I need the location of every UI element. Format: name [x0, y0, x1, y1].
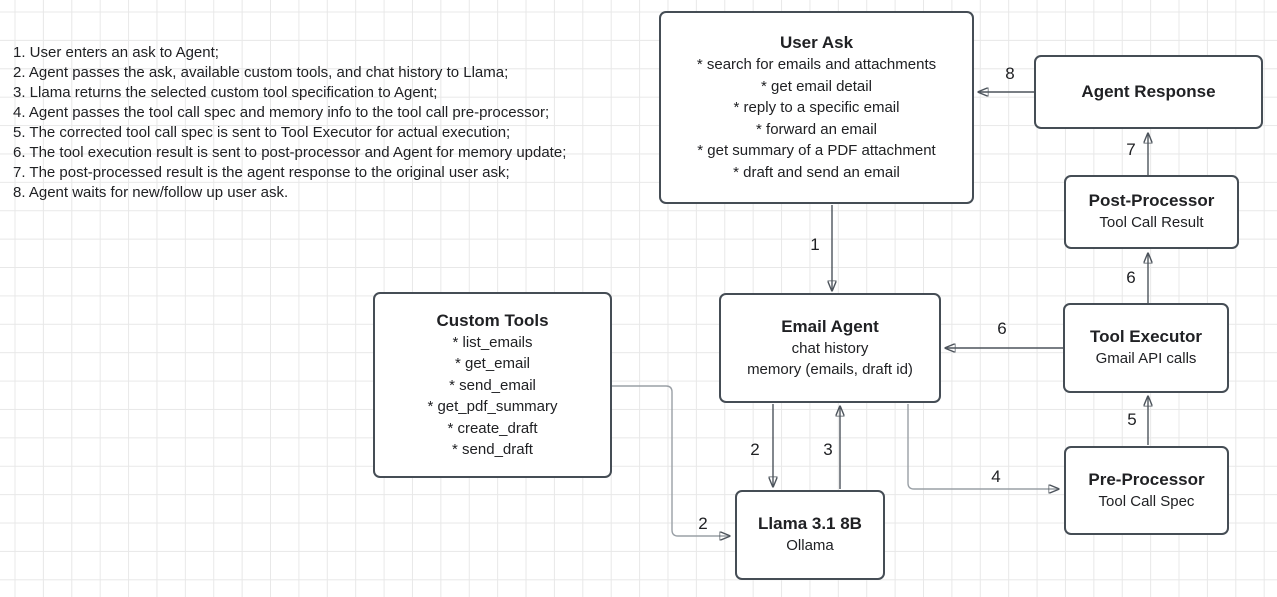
node-user-ask-item: * get summary of a PDF attachment: [697, 142, 936, 159]
step-item-1: 1. User enters an ask to Agent;: [13, 44, 219, 61]
edge-4-email-agent-to-pre-processor: [907, 404, 1058, 489]
node-custom-tools: Custom Tools * list_emails * get_email *…: [373, 292, 612, 478]
step-item-2: 2. Agent passes the ask, available custo…: [13, 64, 509, 81]
step-item-5: 5. The corrected tool call spec is sent …: [13, 124, 511, 141]
edge-label-5: 5: [1127, 410, 1137, 429]
node-email-agent: Email Agent chat history memory (emails,…: [719, 293, 941, 403]
step-item-4: 4. Agent passes the tool call spec and m…: [13, 104, 550, 121]
edge-label-3: 3: [823, 440, 833, 459]
node-user-ask-item: * get email detail: [761, 77, 872, 95]
node-pre-processor-item: Tool Call Spec: [1098, 492, 1195, 510]
node-email-agent-item: chat history: [791, 339, 869, 357]
edge-label-6a: 6: [1126, 268, 1136, 287]
node-llama-item: Ollama: [786, 537, 834, 555]
edge-label-1: 1: [810, 235, 820, 254]
node-tool-executor: Tool Executor Gmail API calls: [1063, 303, 1229, 393]
edge-label-6b: 6: [997, 319, 1007, 338]
step-item-3: 3. Llama returns the selected custom too…: [13, 84, 438, 101]
node-user-ask-item: * search for emails and attachments: [696, 56, 937, 73]
node-user-ask-item: * forward an email: [756, 120, 877, 138]
node-agent-response-title: Agent Response: [1081, 82, 1216, 101]
edge-label-4: 4: [991, 467, 1001, 486]
node-email-agent-title: Email Agent: [781, 316, 879, 336]
edge-label-8: 8: [1005, 64, 1015, 83]
node-custom-tools-item: * send_draft: [452, 441, 533, 458]
node-pre-processor: Pre-Processor Tool Call Spec: [1064, 446, 1229, 535]
node-llama: Llama 3.1 8B Ollama: [735, 490, 885, 580]
node-llama-title: Llama 3.1 8B: [758, 514, 862, 534]
node-custom-tools-item: * list_emails: [452, 333, 533, 351]
node-user-ask: User Ask * search for emails and attachm…: [659, 11, 974, 204]
edge-label-2b: 2: [698, 514, 708, 533]
node-agent-response: Agent Response: [1034, 55, 1263, 129]
edge-label-2a: 2: [750, 440, 760, 459]
node-user-ask-title: User Ask: [779, 33, 854, 52]
node-user-ask-item: * draft and send an email: [733, 163, 900, 181]
edge-label-7: 7: [1126, 140, 1136, 159]
node-post-processor-item: Tool Call Result: [1099, 214, 1204, 232]
node-pre-processor-title: Pre-Processor: [1088, 469, 1205, 489]
step-item-7: 7. The post-processed result is the agen…: [13, 164, 510, 181]
process-steps-list: 1. User enters an ask to Agent; 2. Agent…: [13, 43, 566, 203]
node-custom-tools-item: * create_draft: [447, 419, 538, 437]
edge-2-custom-tools-to-llama: [612, 385, 729, 536]
node-tool-executor-item: Gmail API calls: [1095, 350, 1197, 368]
node-post-processor-title: Post-Processor: [1088, 191, 1215, 211]
step-item-8: 8. Agent waits for new/follow up user as…: [13, 184, 289, 201]
step-item-6: 6. The tool execution result is sent to …: [13, 144, 567, 161]
node-email-agent-item: memory (emails, draft id): [747, 361, 913, 378]
node-tool-executor-title: Tool Executor: [1089, 327, 1203, 347]
node-custom-tools-item: * send_email: [449, 376, 536, 394]
node-post-processor: Post-Processor Tool Call Result: [1064, 175, 1239, 249]
node-user-ask-item: * reply to a specific email: [733, 99, 900, 116]
node-custom-tools-item: * get_pdf_summary: [427, 398, 558, 415]
node-custom-tools-title: Custom Tools: [436, 310, 549, 330]
node-custom-tools-item: * get_email: [454, 355, 531, 372]
